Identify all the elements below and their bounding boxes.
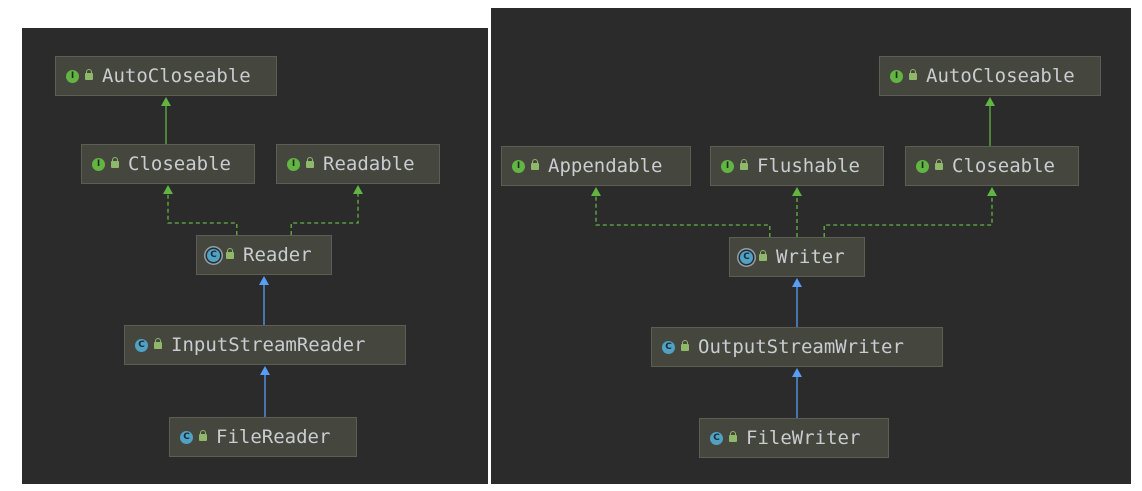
- arrowhead-reader-to-readable: [353, 185, 363, 194]
- node-autocloseable[interactable]: I AutoCloseable: [879, 56, 1101, 96]
- lock-icon: [85, 68, 93, 80]
- interface-icon: I: [916, 159, 929, 173]
- node-inputstreamreader[interactable]: C InputStreamReader: [124, 325, 406, 365]
- edge-reader-to-readable: [290, 193, 359, 235]
- arrowhead-filewriter-to-outputstreamwriter: [792, 368, 802, 377]
- class-icon: C: [662, 340, 675, 354]
- arrowhead-reader-to-closeable: [163, 185, 173, 194]
- node-outputstreamwriter[interactable]: C OutputStreamWriter: [651, 327, 943, 367]
- interface-icon: I: [721, 159, 734, 173]
- writer-hierarchy-diagram: I AutoCloseable I Appendable I Flushable…: [491, 8, 1131, 484]
- node-label: Flushable: [757, 155, 860, 177]
- node-label: Closeable: [128, 153, 231, 175]
- interface-icon: I: [287, 157, 300, 171]
- lock-icon: [681, 339, 689, 351]
- lock-icon: [199, 429, 207, 441]
- node-readable[interactable]: I Readable: [276, 144, 440, 184]
- node-writer[interactable]: C Writer: [729, 237, 865, 277]
- arrowhead-writer-to-closeable: [987, 187, 997, 196]
- arrowhead-closeable-to-autocloseable: [985, 97, 995, 106]
- lock-icon: [226, 247, 234, 259]
- class-icon: C: [135, 338, 148, 352]
- arrowhead-inputstreamreader-to-reader: [259, 276, 269, 285]
- node-label: FileReader: [216, 426, 331, 448]
- lock-icon: [154, 337, 162, 349]
- node-label: Readable: [323, 153, 415, 175]
- node-label: Writer: [776, 246, 845, 268]
- interface-icon: I: [92, 157, 105, 171]
- edge-reader-to-closeable: [167, 193, 238, 235]
- class-icon: C: [710, 431, 723, 445]
- interface-icon: I: [512, 159, 525, 173]
- abstract-class-icon: C: [740, 250, 753, 264]
- edge-writer-to-closeable: [823, 195, 993, 237]
- node-appendable[interactable]: I Appendable: [501, 146, 691, 186]
- lock-icon: [111, 156, 119, 168]
- arrowhead-closeable-to-autocloseable: [161, 97, 171, 106]
- node-label: Appendable: [548, 155, 663, 177]
- node-label: FileWriter: [746, 427, 861, 449]
- arrowhead-outputstreamwriter-to-writer: [792, 278, 802, 287]
- node-closeable[interactable]: I Closeable: [905, 146, 1079, 186]
- arrowhead-writer-to-flushable: [792, 187, 802, 196]
- node-label: Reader: [243, 244, 312, 266]
- lock-icon: [759, 249, 767, 261]
- node-label: Closeable: [952, 155, 1055, 177]
- node-closeable[interactable]: I Closeable: [81, 144, 255, 184]
- node-label: AutoCloseable: [926, 65, 1075, 87]
- node-filereader[interactable]: C FileReader: [169, 417, 357, 457]
- lock-icon: [729, 430, 737, 442]
- reader-hierarchy-diagram: I AutoCloseable I Closeable I Readable C…: [22, 28, 488, 484]
- lock-icon: [306, 156, 314, 168]
- node-filewriter[interactable]: C FileWriter: [699, 418, 889, 458]
- lock-icon: [935, 158, 943, 170]
- edge-writer-to-appendable: [595, 195, 771, 237]
- arrowhead-filereader-to-inputstreamreader: [260, 366, 270, 375]
- lock-icon: [909, 68, 917, 80]
- interface-icon: I: [66, 69, 79, 83]
- node-flushable[interactable]: I Flushable: [710, 146, 884, 186]
- interface-icon: I: [890, 69, 903, 83]
- node-autocloseable[interactable]: I AutoCloseable: [55, 56, 277, 96]
- lock-icon: [740, 158, 748, 170]
- lock-icon: [531, 158, 539, 170]
- node-label: InputStreamReader: [171, 334, 366, 356]
- abstract-class-icon: C: [207, 248, 220, 262]
- node-label: AutoCloseable: [102, 65, 251, 87]
- node-reader[interactable]: C Reader: [196, 235, 332, 275]
- class-icon: C: [180, 430, 193, 444]
- node-label: OutputStreamWriter: [698, 336, 904, 358]
- arrowhead-writer-to-appendable: [591, 187, 601, 196]
